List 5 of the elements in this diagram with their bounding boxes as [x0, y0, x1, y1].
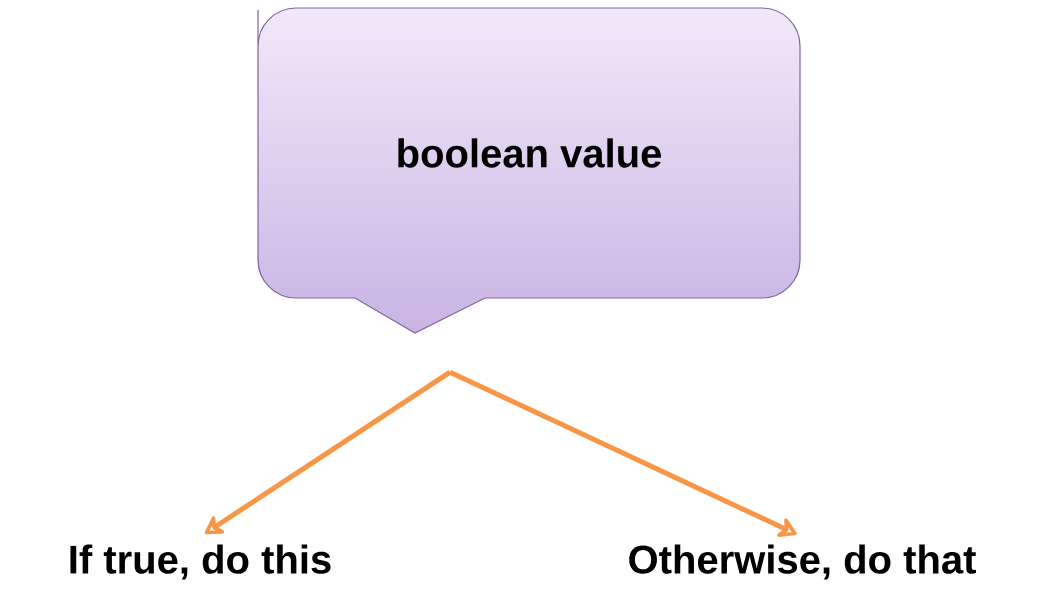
- arrow: [448, 369, 797, 537]
- branch-text: Otherwise, do that: [629, 544, 976, 580]
- callout-box: boolean value: [257, 7, 801, 334]
- arrow: [204, 370, 452, 535]
- branch-text: If true, do this: [70, 544, 331, 580]
